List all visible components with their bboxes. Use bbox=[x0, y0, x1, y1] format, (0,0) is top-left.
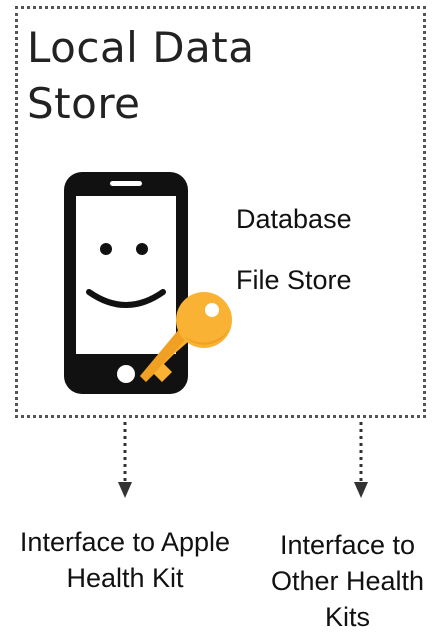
local-data-store-box bbox=[15, 6, 426, 418]
smartphone-icon bbox=[64, 172, 188, 394]
key-icon bbox=[140, 292, 232, 382]
arrow-down-to-apple-health-kit bbox=[118, 422, 132, 498]
file-store-label: File Store bbox=[236, 265, 352, 295]
phone-with-key-graphic bbox=[64, 172, 232, 394]
database-label: Database bbox=[236, 204, 352, 234]
other-health-kits-interface-label: Interface to Other Health Kits bbox=[270, 530, 425, 632]
apple-health-kit-interface-label: Interface to Apple Health Kit bbox=[19, 527, 231, 593]
arrow-down-to-other-health-kits bbox=[354, 422, 368, 498]
smiley-face-icon bbox=[86, 243, 166, 308]
store-title: Local Data Store bbox=[27, 23, 255, 128]
